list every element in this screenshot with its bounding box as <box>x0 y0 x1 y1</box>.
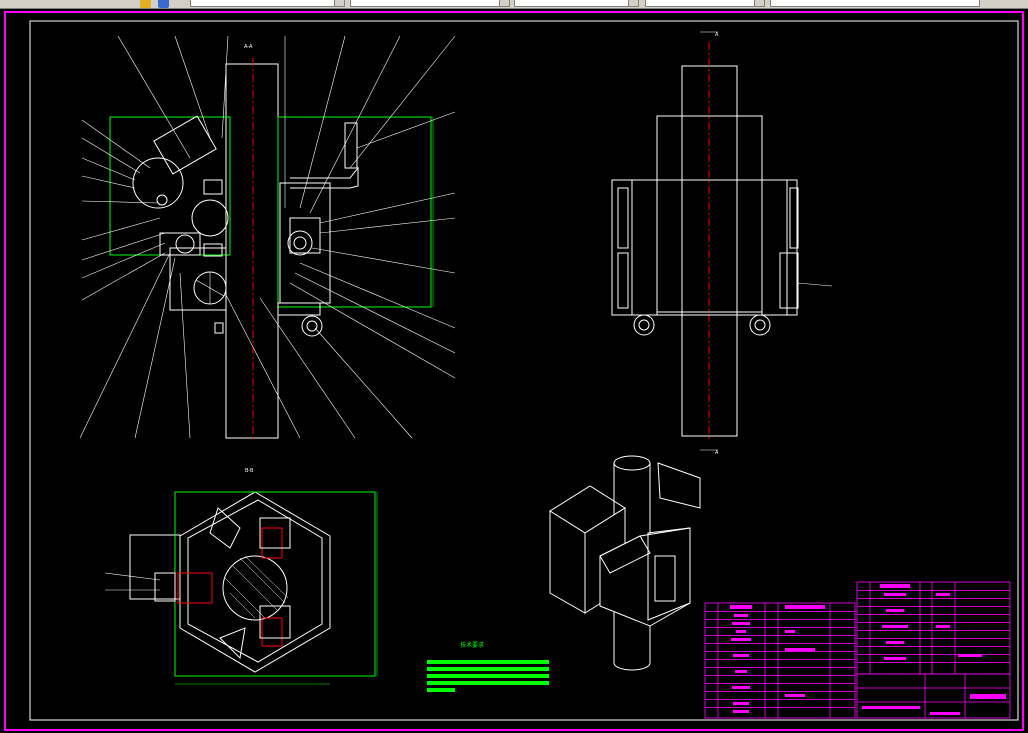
cad-drawing-canvas[interactable]: A-A A A <box>0 8 1028 733</box>
view-letter-bottom: A <box>715 450 719 456</box>
sheet-inner-border <box>29 20 1019 721</box>
plotstyle-dropdown[interactable] <box>770 0 980 7</box>
side-view <box>611 31 833 451</box>
cad-toolbar <box>0 0 1028 9</box>
bom-table-left <box>704 602 856 719</box>
chevron-down-icon[interactable] <box>628 0 638 6</box>
section-label-top: A-A <box>244 44 253 50</box>
section-bb-view <box>104 491 378 685</box>
properties-icon[interactable] <box>158 0 169 8</box>
bom-table-left-rows <box>705 605 855 713</box>
tech-requirements-title: 技术要求 <box>459 642 484 649</box>
layer-dropdown[interactable] <box>190 0 345 7</box>
lineweight-dropdown[interactable] <box>645 0 765 7</box>
bom-table-right-rows <box>857 584 1010 663</box>
view-letter-top: A <box>715 32 719 38</box>
layer-icon[interactable] <box>140 0 151 8</box>
tech-requirements <box>427 660 549 692</box>
color-dropdown[interactable] <box>350 0 510 7</box>
main-section-view <box>79 35 456 440</box>
section-label-bottom: B-B <box>245 468 254 474</box>
isometric-view <box>549 455 701 671</box>
bom-table-right <box>856 581 1011 675</box>
chevron-down-icon[interactable] <box>334 0 344 6</box>
title-block <box>856 673 1011 719</box>
chevron-down-icon[interactable] <box>499 0 509 6</box>
title-block-fill <box>862 694 1006 715</box>
chevron-down-icon[interactable] <box>754 0 764 6</box>
linetype-dropdown[interactable] <box>514 0 639 7</box>
sheet-outer-border <box>4 11 1024 731</box>
